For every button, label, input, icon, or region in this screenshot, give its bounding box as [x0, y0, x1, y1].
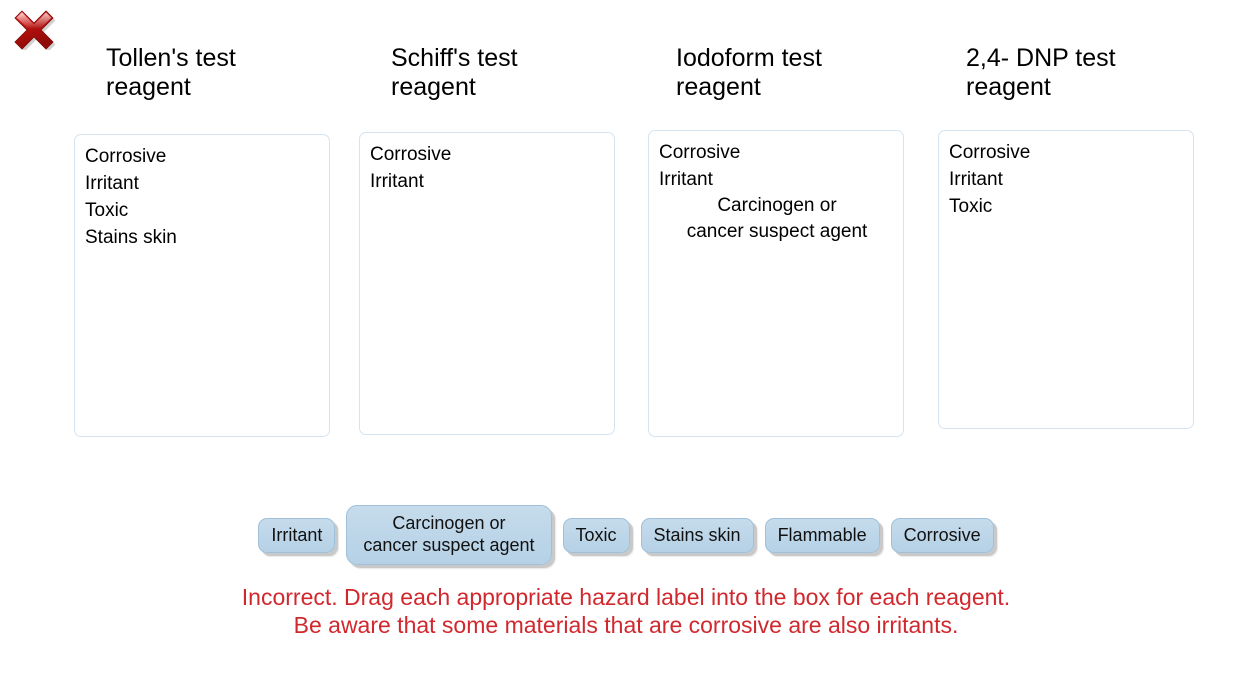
reagent-columns: Tollen's test reagent Corrosive Irritant… [74, 44, 1198, 437]
box-item[interactable]: Irritant [85, 173, 139, 194]
box-item[interactable]: Carcinogen or cancer suspect agent [686, 195, 868, 242]
reagent-column-iodoform: Iodoform test reagent Corrosive Irritant… [648, 44, 908, 437]
incorrect-x-icon [8, 6, 60, 52]
hazard-chip-irritant[interactable]: Irritant [258, 517, 336, 553]
drop-box-iodoform[interactable]: Corrosive Irritant Carcinogen or cancer … [648, 130, 904, 437]
hazard-chip-corrosive[interactable]: Corrosive [890, 517, 994, 553]
box-item[interactable]: Irritant [659, 169, 713, 190]
box-item[interactable]: Corrosive [949, 142, 1031, 163]
box-item[interactable]: Corrosive [85, 146, 167, 167]
box-item[interactable]: Corrosive [659, 142, 741, 163]
drop-box-tollens[interactable]: Corrosive Irritant Toxic Stains skin [74, 134, 330, 437]
feedback-message: Incorrect. Drag each appropriate hazard … [241, 584, 1011, 638]
reagent-column-dnp: 2,4- DNP test reagent Corrosive Irritant… [938, 44, 1198, 429]
column-title-dnp: 2,4- DNP test reagent [966, 44, 1116, 101]
drop-box-dnp[interactable]: Corrosive Irritant Toxic [938, 130, 1194, 429]
drop-box-schiffs[interactable]: Corrosive Irritant [359, 132, 615, 435]
hazard-label-tray: Irritant Carcinogen or cancer suspect ag… [0, 505, 1252, 565]
box-item[interactable]: Irritant [370, 171, 424, 192]
column-title-schiffs: Schiff's test reagent [391, 44, 518, 101]
box-item[interactable]: Toxic [949, 196, 993, 217]
box-item[interactable]: Toxic [85, 200, 129, 221]
column-title-iodoform: Iodoform test reagent [676, 44, 822, 101]
column-title-tollens: Tollen's test reagent [106, 44, 236, 101]
reagent-column-schiffs: Schiff's test reagent Corrosive Irritant [359, 44, 619, 435]
hazard-chip-toxic[interactable]: Toxic [562, 517, 630, 553]
hazard-chip-stains-skin[interactable]: Stains skin [640, 517, 754, 553]
reagent-column-tollens: Tollen's test reagent Corrosive Irritant… [74, 44, 334, 437]
box-item[interactable]: Stains skin [85, 227, 177, 248]
box-item[interactable]: Corrosive [370, 144, 452, 165]
hazard-chip-flammable[interactable]: Flammable [764, 517, 880, 553]
box-item[interactable]: Irritant [949, 169, 1003, 190]
hazard-chip-carcinogen[interactable]: Carcinogen or cancer suspect agent [346, 505, 552, 565]
